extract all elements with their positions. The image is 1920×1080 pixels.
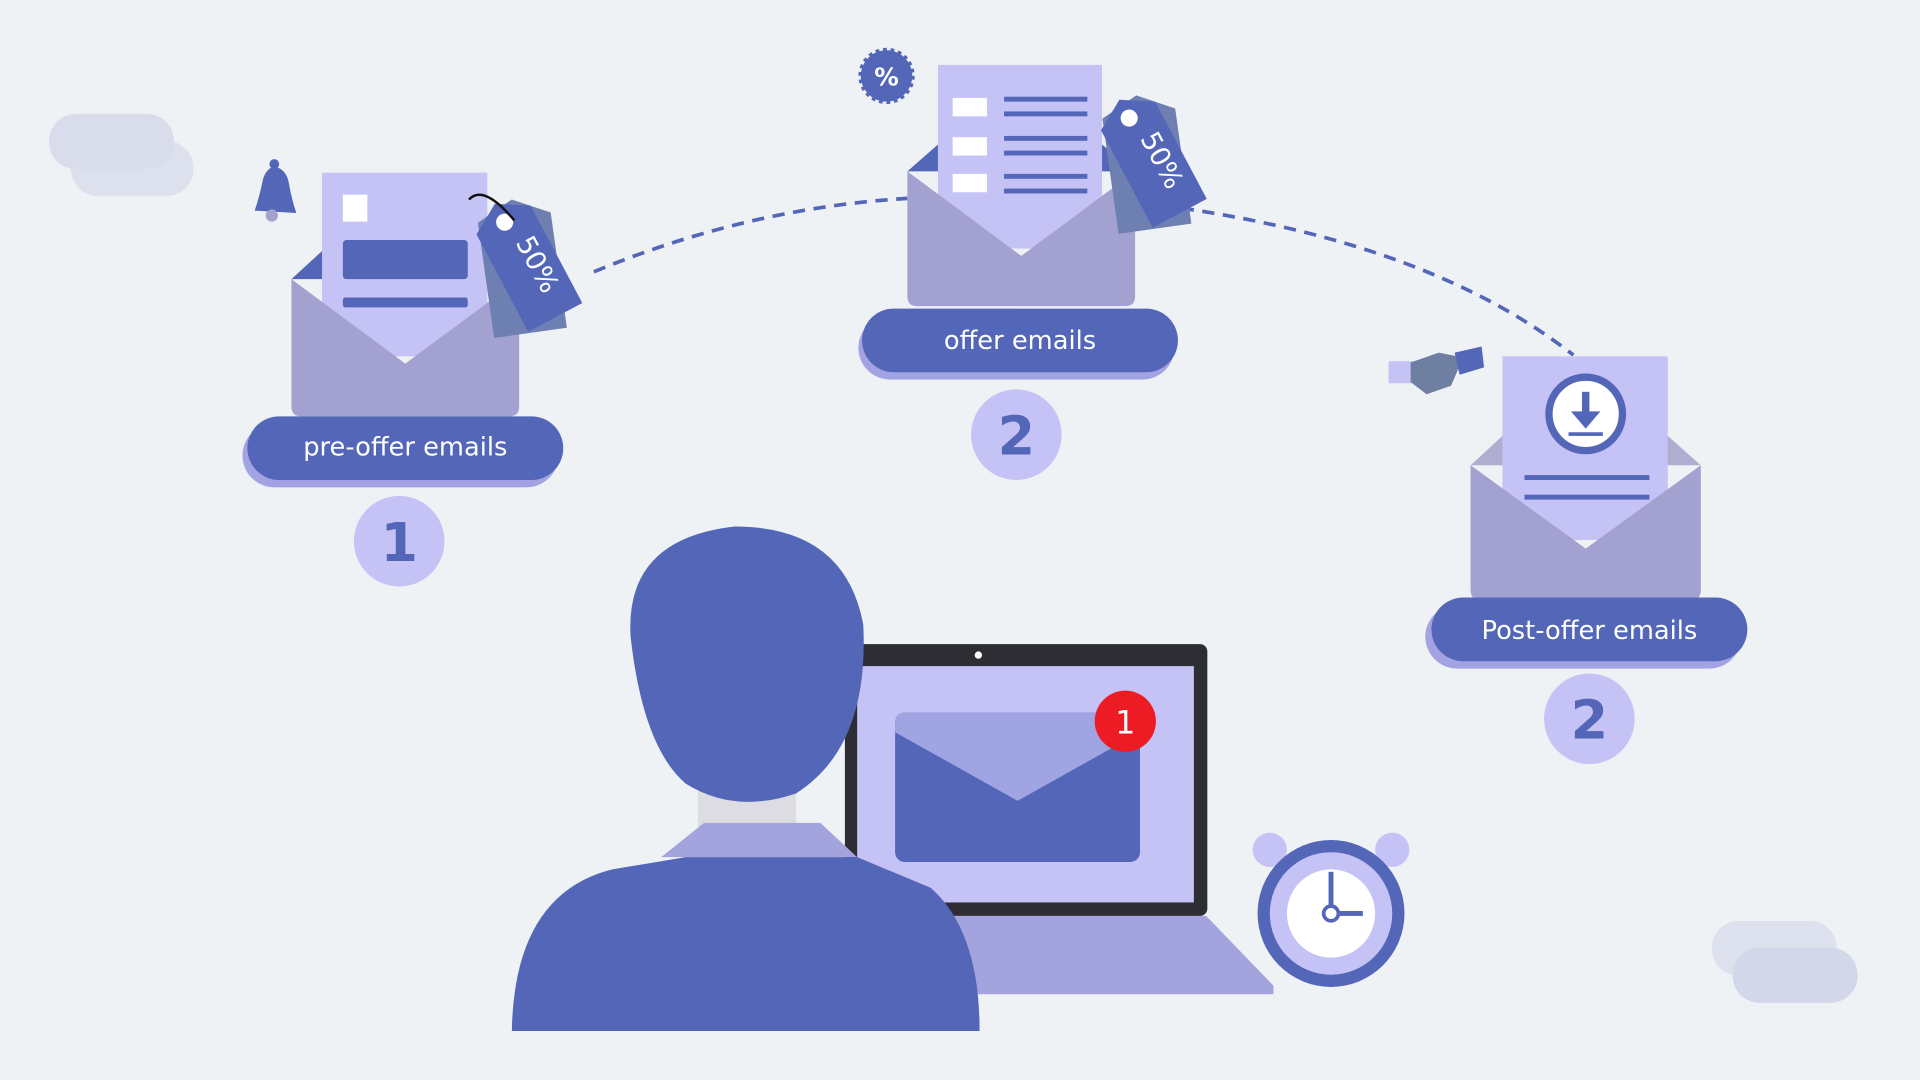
notification-count: 1 [1115,703,1135,741]
step-number: 2 [998,404,1035,467]
stage-pre-offer: 50% pre-offer emails 1 [242,159,583,587]
alarm-clock-icon [1252,832,1410,987]
percent-badge-icon: % [858,47,915,105]
step-number-badge: 2 [971,389,1062,480]
stage-post-offer: Post-offer emails 2 [1388,346,1748,765]
percent-label: % [874,63,899,92]
mail-icon [895,712,1140,863]
laptop: 1 [844,644,1274,995]
cloud-right [1711,920,1858,1003]
price-tag-icon: 50% [476,199,583,338]
stage-offer: % 50% offer emails 2 [858,47,1207,480]
step-number: 2 [1571,688,1608,751]
person-silhouette [511,526,980,1032]
open-envelope-icon [1470,356,1701,600]
handshake-icon [1388,346,1485,395]
journey-dashed-path [593,196,1575,357]
step-number-badge: 2 [1544,673,1635,765]
stage-2-label-button[interactable]: offer emails [858,308,1178,380]
stage-2-label: offer emails [944,326,1096,356]
step-number-badge: 1 [353,495,445,587]
stage-3-label: Post-offer emails [1481,616,1697,646]
open-envelope-icon [291,172,520,417]
bell-icon [254,159,297,222]
stage-1-label: pre-offer emails [303,433,507,463]
notification-badge: 1 [1094,690,1156,752]
step-number: 1 [380,511,417,574]
price-tag-icon: 50% [1100,95,1207,234]
cloud-left [48,113,194,196]
download-icon [1545,373,1627,455]
stage-3-label-button[interactable]: Post-offer emails [1425,597,1748,669]
open-envelope-icon [907,64,1136,307]
stage-1-label-button[interactable]: pre-offer emails [242,416,564,488]
